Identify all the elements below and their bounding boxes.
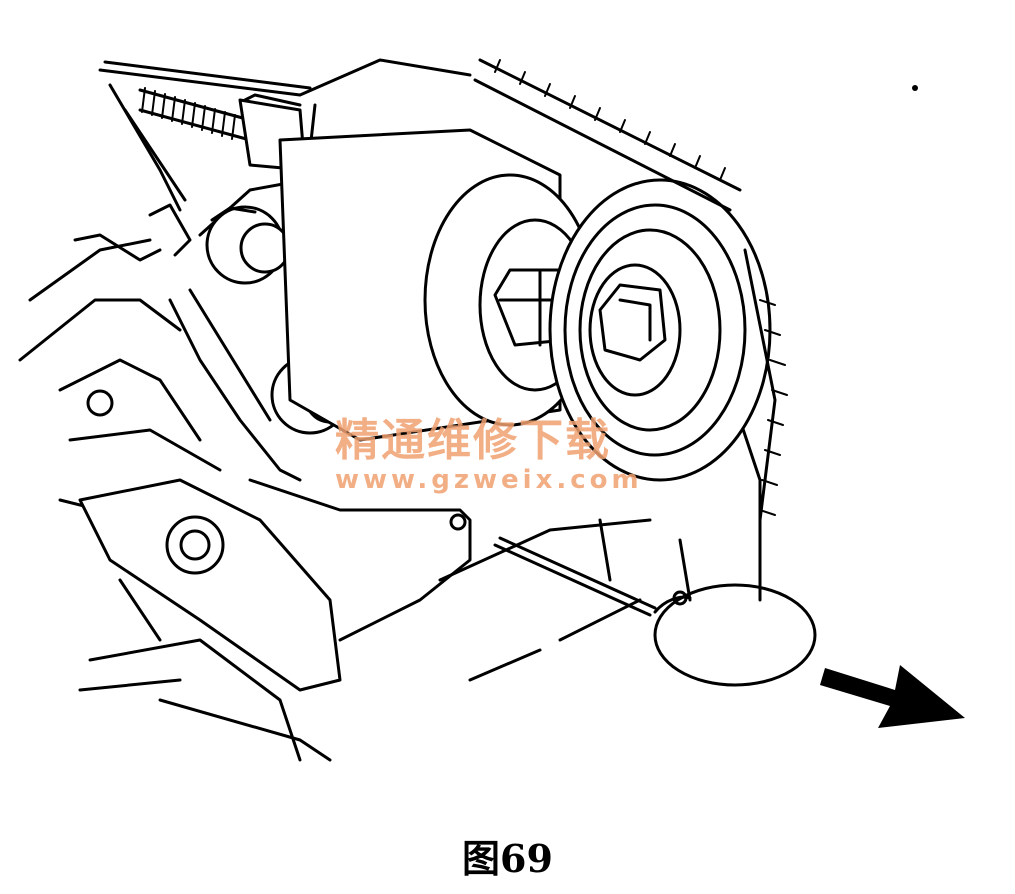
speck-mark — [912, 85, 918, 91]
small-hole — [449, 513, 467, 531]
timing-belt — [473, 58, 788, 522]
right-down-arrow-icon — [820, 665, 965, 728]
watermark-url: www.gzweix.com — [335, 465, 643, 495]
watermark-text-cn: 精通维修下载 — [335, 415, 611, 466]
boss-hole — [86, 389, 114, 417]
figure-caption: 图69 — [462, 836, 553, 881]
watermark: 精通维修下载 www.gzweix.com — [335, 415, 643, 495]
lower-bracket — [78, 478, 342, 762]
locking-pin-tool — [493, 536, 817, 687]
upper-mount-bolt — [205, 205, 291, 285]
tensioner-pulley — [548, 178, 772, 482]
tensioner-body — [278, 128, 597, 442]
